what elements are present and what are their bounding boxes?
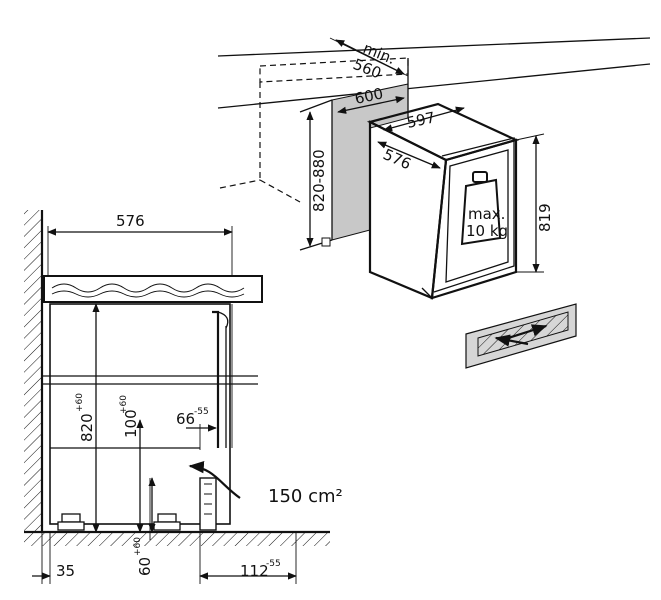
dim-depth-side: 576 bbox=[116, 212, 145, 230]
dim-576-top-line bbox=[377, 141, 441, 169]
dim-right-tol: -55 bbox=[266, 559, 281, 569]
worktop-bottom-line bbox=[217, 63, 651, 109]
rear-foot-icon bbox=[153, 513, 181, 531]
dim-600-line bbox=[337, 96, 405, 114]
appliance-door-window bbox=[445, 149, 509, 283]
weight-label-value: 10 kg bbox=[466, 222, 508, 240]
wine-cooler-appliance: max. 10 kg bbox=[366, 102, 520, 300]
dim-niche-width: 600 bbox=[353, 84, 385, 108]
dim-foot-tol: +60 bbox=[133, 537, 143, 556]
airflow-in-arrow bbox=[494, 334, 529, 347]
dim-height-tol: +60 bbox=[75, 393, 85, 412]
wall-hatch bbox=[24, 210, 42, 532]
dim-vent-tol: +60 bbox=[119, 395, 129, 414]
foot-icon bbox=[321, 237, 331, 247]
worktop bbox=[43, 275, 263, 303]
dim-gap: 66 bbox=[176, 410, 195, 428]
floor-hatch bbox=[24, 532, 330, 546]
dim-left: 35 bbox=[56, 562, 75, 580]
dim-gap-tol: -55 bbox=[194, 407, 209, 417]
airflow-arrow bbox=[188, 461, 241, 499]
weight-label-max: max. bbox=[468, 205, 505, 223]
isometric-installation-view: min. 560 600 820-880 max. 10 kg 597 bbox=[217, 37, 651, 300]
dim-appliance-height: 819 bbox=[536, 203, 554, 232]
dim-foot: 60 bbox=[136, 557, 154, 576]
dim-appliance-depth: 576 bbox=[380, 145, 413, 173]
dim-vent-area: 150 cm² bbox=[268, 486, 343, 507]
dim-min-560-line bbox=[335, 39, 405, 75]
weight-icon: max. 10 kg bbox=[460, 171, 508, 246]
dim-appliance-width: 597 bbox=[405, 108, 437, 132]
worktop-top-line bbox=[217, 37, 651, 57]
front-foot-icon bbox=[57, 513, 85, 531]
side-section-view: 576 820 +60 100 +60 66 -55 150 cm² bbox=[24, 210, 343, 584]
ventilation-grille bbox=[465, 303, 577, 369]
dim-vent: 100 bbox=[122, 409, 140, 438]
dim-niche-height: 820-880 bbox=[310, 149, 328, 212]
dim-597-line bbox=[383, 106, 465, 132]
dim-right: 112 bbox=[240, 562, 269, 580]
dim-height-side: 820 bbox=[78, 413, 96, 442]
